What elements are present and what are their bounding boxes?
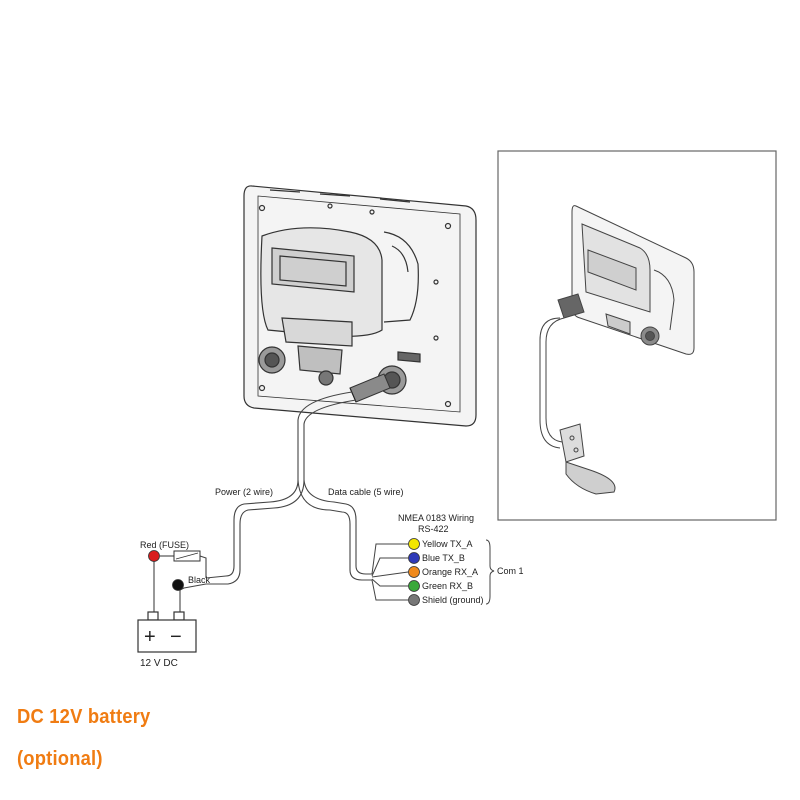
caption-battery: DC 12V battery — [17, 706, 151, 728]
com-label: Com 1 — [497, 566, 524, 576]
wire-label-3: Green RX_B — [422, 581, 473, 591]
nmea-wire-list: Yellow TX_A Blue TX_B Orange RX_A Green RX_… — [408, 538, 484, 606]
wire-dot-0 — [408, 538, 420, 550]
wire-label-2: Orange RX_A — [422, 567, 478, 577]
wire-dot-1 — [408, 552, 420, 564]
inset-unit-with-transducer — [539, 205, 695, 495]
wire-label-1: Blue TX_B — [422, 553, 465, 563]
wire-dot-3 — [408, 580, 420, 592]
power-cable-label: Power (2 wire) — [215, 487, 273, 497]
wire-label-4: Shield (ground) — [422, 595, 484, 605]
nmea-wire-fanout — [371, 543, 409, 601]
red-terminal-dot — [148, 550, 160, 562]
caption-optional: (optional) — [17, 748, 103, 770]
wire-label-0: Yellow TX_A — [422, 539, 473, 549]
black-terminal-dot — [172, 579, 184, 591]
red-fuse-label: Red (FUSE) — [140, 540, 189, 550]
black-label: Black — [188, 575, 211, 585]
main-cable — [205, 391, 372, 585]
battery-voltage-label: 12 V DC — [140, 658, 178, 669]
wire-dot-4 — [408, 594, 420, 606]
nmea-title: NMEA 0183 Wiring — [398, 513, 474, 523]
nmea-subtitle: RS-422 — [418, 524, 449, 534]
battery-plus-sign: + — [144, 626, 156, 648]
data-cable-label: Data cable (5 wire) — [328, 487, 404, 497]
battery-minus-sign: − — [170, 626, 182, 648]
wire-dot-2 — [408, 566, 420, 578]
com-bracket — [485, 539, 495, 605]
battery — [137, 611, 197, 653]
sonar-unit-back — [243, 185, 477, 427]
